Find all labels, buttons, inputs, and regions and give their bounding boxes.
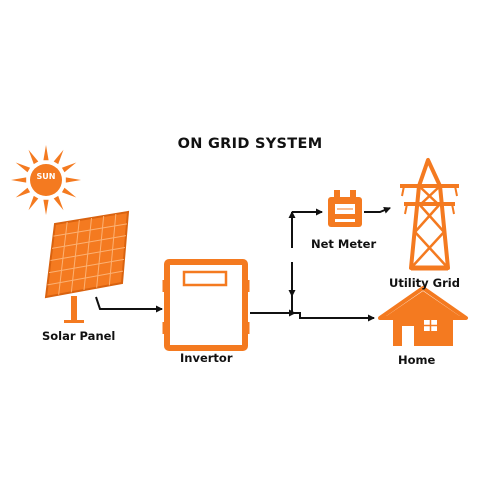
sun-icon <box>11 145 81 215</box>
connectors <box>95 206 391 322</box>
sun-ray <box>43 145 49 161</box>
sun-ray <box>28 195 39 211</box>
meter-icon <box>328 190 362 227</box>
sun-ray <box>61 162 77 173</box>
solar-panel-icon <box>44 210 130 323</box>
panel-cell-line <box>53 223 128 237</box>
solar-panel-label: Solar Panel <box>42 329 116 343</box>
inverter-to-home-line <box>270 312 375 322</box>
sun-ray <box>65 177 81 183</box>
sun-ray <box>15 162 31 173</box>
sun-ray <box>61 187 77 198</box>
panel-cell-line <box>51 235 127 249</box>
transmission-tower-icon <box>400 158 459 271</box>
sun-ray <box>15 187 31 198</box>
sun-ray <box>53 149 64 165</box>
diagram-title: ON GRID SYSTEM <box>177 136 323 152</box>
utility-grid-label: Utility Grid <box>389 276 460 290</box>
sun-ray <box>28 149 39 165</box>
inverter-icon <box>162 259 250 351</box>
panel-to-inverter-line <box>95 296 163 313</box>
invertor-label: Invertor <box>180 351 233 365</box>
meter-to-grid-line <box>364 206 391 214</box>
sun-ray <box>53 195 64 211</box>
net-meter-label: Net Meter <box>311 237 377 251</box>
sun-label: SUN <box>36 172 56 181</box>
home-label: Home <box>398 353 436 367</box>
panel-cell-line <box>50 247 126 261</box>
panel-cell-line <box>48 258 125 274</box>
house-icon <box>378 286 468 346</box>
sun-ray <box>11 177 27 183</box>
panel-cell-line <box>47 270 124 286</box>
sun-ray <box>43 199 49 215</box>
